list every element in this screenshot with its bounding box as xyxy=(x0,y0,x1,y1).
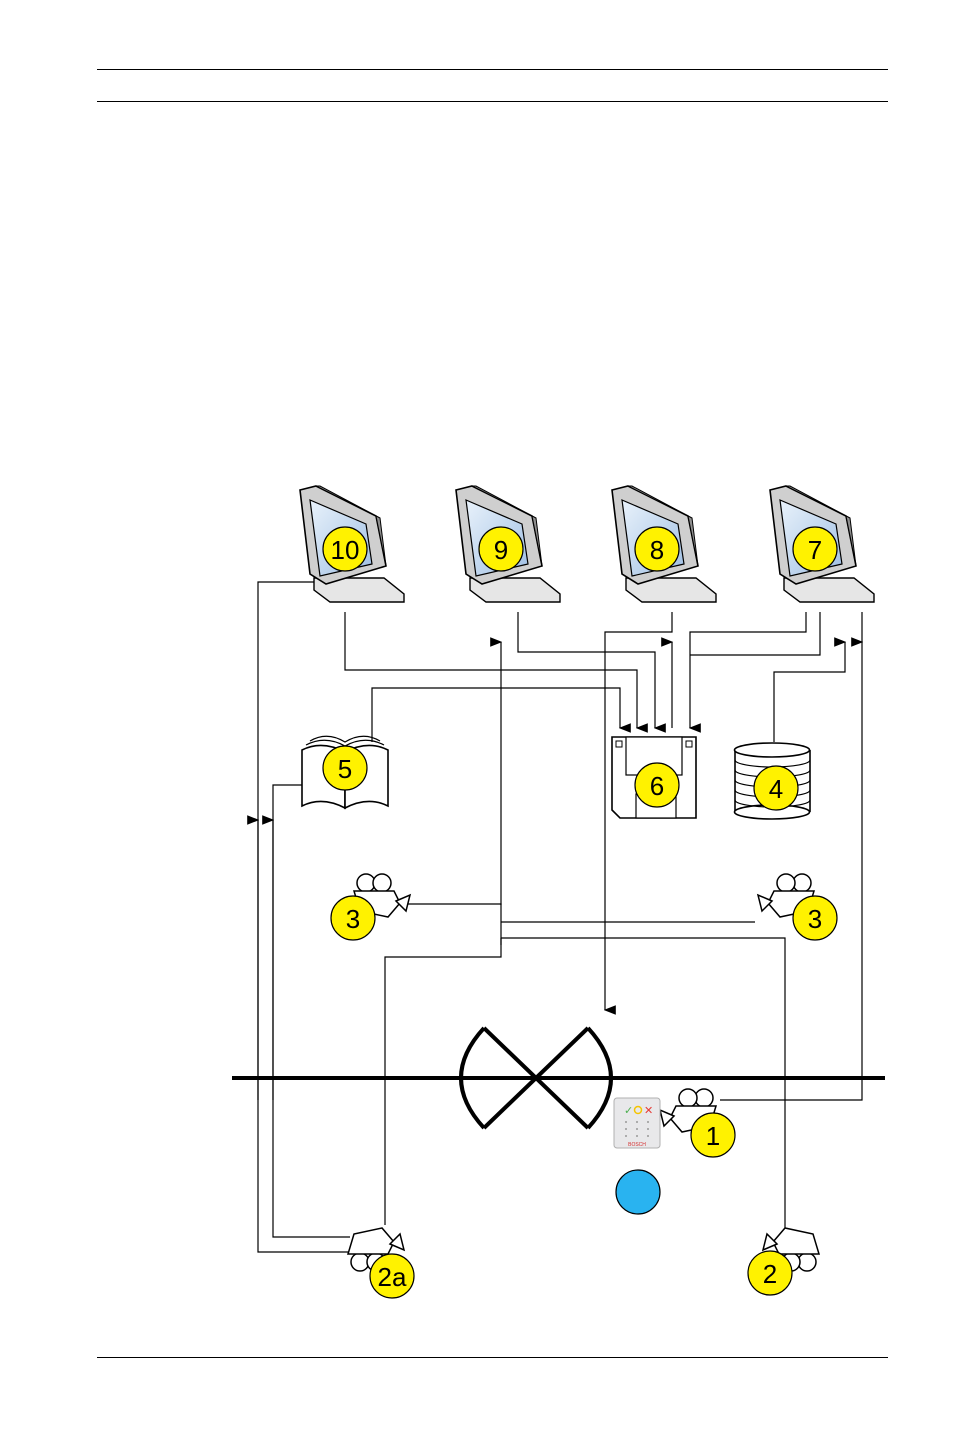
camera-3-right-label: 3 xyxy=(808,904,822,934)
monitor-9-label: 9 xyxy=(494,535,508,565)
book: 5 xyxy=(302,736,388,808)
monitor-10: 10 xyxy=(300,486,404,602)
camera-1-label: 1 xyxy=(706,1121,720,1151)
cross-icon: ✕ xyxy=(644,1104,653,1117)
camera-2-label: 2 xyxy=(763,1259,777,1289)
camera-3-left-label: 3 xyxy=(346,904,360,934)
monitor-7-label: 7 xyxy=(808,535,822,565)
keypad-brand: BOSCH xyxy=(628,1142,646,1148)
camera-3-right: 3 xyxy=(758,874,837,940)
monitor-8-label: 8 xyxy=(650,535,664,565)
camera-2a-label: 2a xyxy=(378,1262,407,1292)
track xyxy=(232,1028,885,1128)
keypad-reader: ✓ ✕ BOSCH xyxy=(614,1098,660,1148)
camera-2: 2 xyxy=(748,1228,819,1295)
floppy-label: 6 xyxy=(650,771,664,801)
check-icon: ✓ xyxy=(624,1104,633,1117)
monitor-7: 7 xyxy=(770,486,874,602)
database-label: 4 xyxy=(769,774,783,804)
monitor-10-label: 10 xyxy=(331,535,360,565)
camera-1: 1 xyxy=(660,1089,735,1157)
camera-2a: 2a xyxy=(348,1228,414,1298)
status-dot xyxy=(616,1170,660,1214)
monitor-8: 8 xyxy=(612,486,716,602)
monitor-9: 9 xyxy=(456,486,560,602)
book-label: 5 xyxy=(338,754,352,784)
floppy-disk: 6 xyxy=(612,737,696,818)
camera-3-left: 3 xyxy=(331,874,410,940)
database: 4 xyxy=(735,743,811,819)
